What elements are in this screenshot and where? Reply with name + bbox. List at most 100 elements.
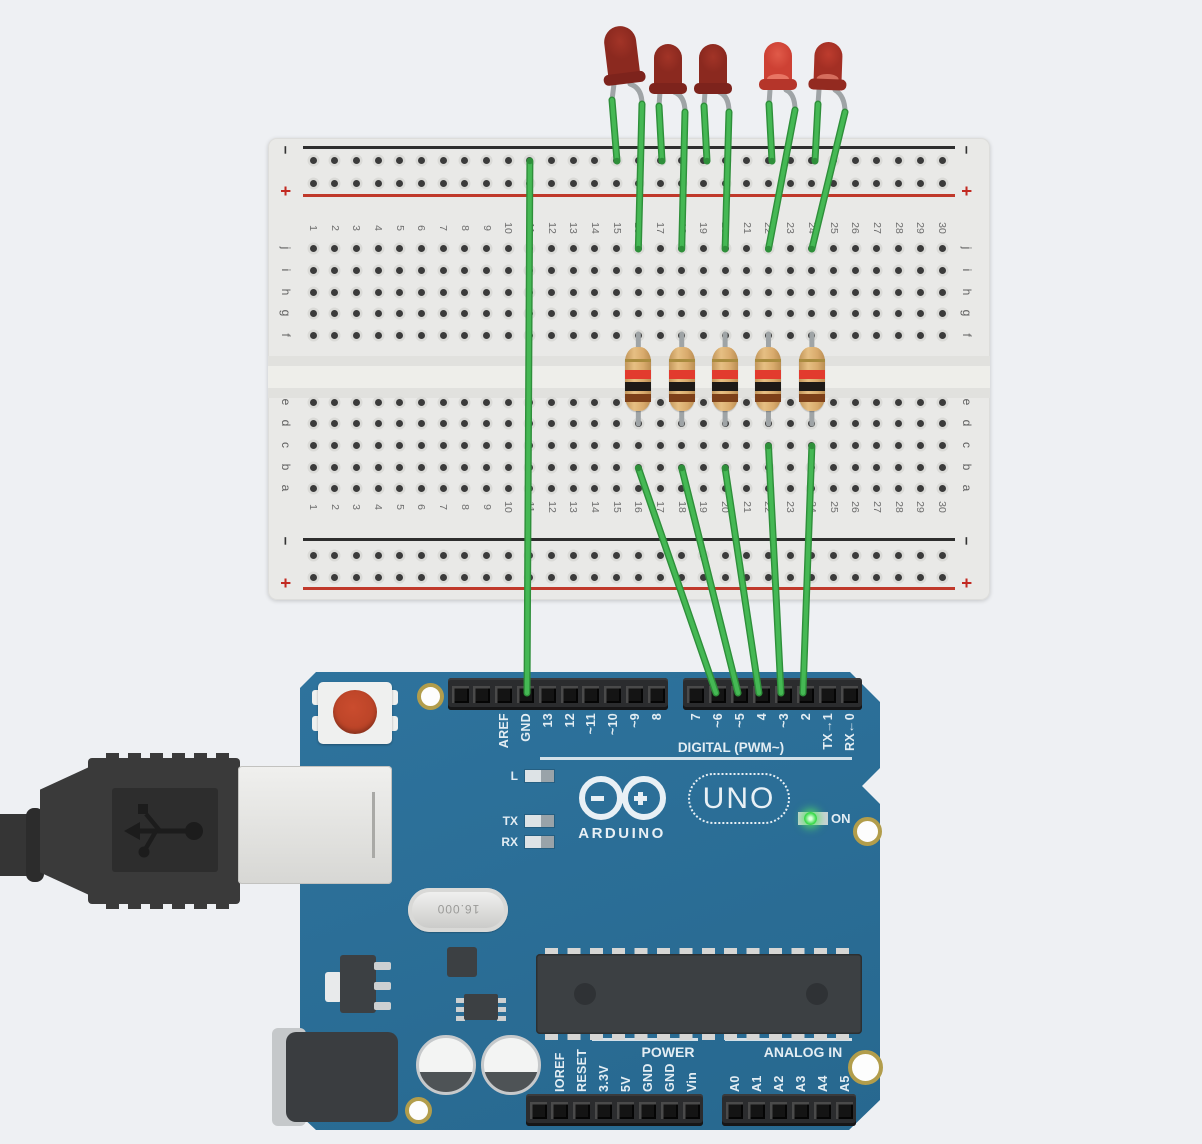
breadboard-hole[interactable] [916, 309, 924, 317]
breadboard-hole[interactable] [786, 309, 794, 317]
breadboard-rail-hole[interactable] [634, 573, 642, 581]
breadboard-rail-hole[interactable] [808, 179, 816, 187]
breadboard-hole[interactable] [851, 288, 859, 296]
breadboard-hole[interactable] [830, 288, 838, 296]
breadboard-rail-hole[interactable] [830, 551, 838, 559]
pin-socket[interactable] [813, 1101, 831, 1119]
breadboard-rail-hole[interactable] [504, 156, 512, 164]
breadboard-rail-hole[interactable] [699, 179, 707, 187]
breadboard-hole[interactable] [786, 419, 794, 427]
breadboard-hole[interactable] [396, 331, 404, 339]
breadboard-hole[interactable] [396, 288, 404, 296]
breadboard-rail-hole[interactable] [656, 156, 664, 164]
breadboard-hole[interactable] [331, 463, 339, 471]
power-jack[interactable] [286, 1032, 398, 1122]
pin-socket[interactable] [560, 685, 578, 703]
pin-socket[interactable] [573, 1101, 591, 1119]
breadboard-rail-hole[interactable] [613, 551, 621, 559]
breadboard-rail-hole[interactable] [352, 573, 360, 581]
breadboard-hole[interactable] [613, 463, 621, 471]
breadboard-rail-hole[interactable] [808, 573, 816, 581]
breadboard-hole[interactable] [916, 419, 924, 427]
breadboard-hole[interactable] [591, 244, 599, 252]
breadboard-hole[interactable] [656, 288, 664, 296]
breadboard-hole[interactable] [830, 398, 838, 406]
reset-button[interactable] [333, 690, 377, 734]
breadboard-hole[interactable] [309, 441, 317, 449]
breadboard-rail-hole[interactable] [461, 573, 469, 581]
breadboard-hole[interactable] [699, 484, 707, 492]
breadboard-hole[interactable] [764, 244, 772, 252]
breadboard-hole[interactable] [548, 398, 556, 406]
breadboard-rail-hole[interactable] [743, 573, 751, 581]
breadboard-hole[interactable] [526, 441, 534, 449]
breadboard-rail-hole[interactable] [764, 573, 772, 581]
breadboard-hole[interactable] [374, 309, 382, 317]
breadboard-rail-hole[interactable] [526, 573, 534, 581]
breadboard-hole[interactable] [526, 288, 534, 296]
breadboard-hole[interactable] [483, 441, 491, 449]
breadboard-rail-hole[interactable] [678, 551, 686, 559]
breadboard-hole[interactable] [569, 266, 577, 274]
breadboard-hole[interactable] [873, 244, 881, 252]
breadboard-hole[interactable] [699, 288, 707, 296]
breadboard-hole[interactable] [526, 266, 534, 274]
breadboard-rail-hole[interactable] [873, 551, 881, 559]
breadboard-hole[interactable] [526, 484, 534, 492]
led-2[interactable] [649, 44, 687, 98]
breadboard-rail-hole[interactable] [895, 156, 903, 164]
pin-socket[interactable] [617, 1101, 635, 1119]
breadboard-hole[interactable] [656, 484, 664, 492]
breadboard-hole[interactable] [526, 309, 534, 317]
breadboard-hole[interactable] [396, 441, 404, 449]
breadboard-hole[interactable] [461, 266, 469, 274]
pin-socket[interactable] [451, 685, 469, 703]
breadboard-hole[interactable] [786, 484, 794, 492]
breadboard-rail-hole[interactable] [808, 551, 816, 559]
breadboard-hole[interactable] [678, 463, 686, 471]
breadboard-rail-hole[interactable] [526, 179, 534, 187]
breadboard-hole[interactable] [678, 419, 686, 427]
breadboard-rail-hole[interactable] [916, 551, 924, 559]
breadboard-hole[interactable] [309, 309, 317, 317]
breadboard-hole[interactable] [851, 419, 859, 427]
breadboard-hole[interactable] [417, 266, 425, 274]
breadboard-rail-hole[interactable] [873, 156, 881, 164]
breadboard-hole[interactable] [721, 463, 729, 471]
breadboard-hole[interactable] [396, 419, 404, 427]
breadboard-hole[interactable] [439, 484, 447, 492]
breadboard-hole[interactable] [764, 331, 772, 339]
breadboard-hole[interactable] [634, 419, 642, 427]
usb-port[interactable] [238, 766, 392, 884]
breadboard-hole[interactable] [873, 266, 881, 274]
breadboard-rail-hole[interactable] [764, 156, 772, 164]
breadboard-hole[interactable] [331, 484, 339, 492]
breadboard-rail-hole[interactable] [331, 156, 339, 164]
breadboard-rail-hole[interactable] [895, 551, 903, 559]
pin-socket[interactable] [708, 685, 726, 703]
breadboard-hole[interactable] [417, 441, 425, 449]
breadboard-hole[interactable] [699, 398, 707, 406]
breadboard-rail-hole[interactable] [786, 573, 794, 581]
breadboard-hole[interactable] [634, 331, 642, 339]
breadboard-hole[interactable] [699, 266, 707, 274]
breadboard-hole[interactable] [808, 244, 816, 252]
breadboard-hole[interactable] [916, 484, 924, 492]
breadboard-hole[interactable] [374, 266, 382, 274]
pin-socket[interactable] [747, 1101, 765, 1119]
breadboard-hole[interactable] [309, 288, 317, 296]
breadboard-hole[interactable] [331, 398, 339, 406]
breadboard-hole[interactable] [504, 398, 512, 406]
breadboard-hole[interactable] [461, 463, 469, 471]
breadboard-hole[interactable] [743, 288, 751, 296]
breadboard-rail-hole[interactable] [439, 573, 447, 581]
breadboard-hole[interactable] [613, 309, 621, 317]
breadboard-rail-hole[interactable] [483, 156, 491, 164]
breadboard-hole[interactable] [895, 244, 903, 252]
breadboard-hole[interactable] [808, 266, 816, 274]
breadboard-rail-hole[interactable] [938, 156, 946, 164]
breadboard-hole[interactable] [851, 331, 859, 339]
breadboard-rail-hole[interactable] [483, 179, 491, 187]
breadboard-hole[interactable] [483, 309, 491, 317]
breadboard-hole[interactable] [938, 463, 946, 471]
